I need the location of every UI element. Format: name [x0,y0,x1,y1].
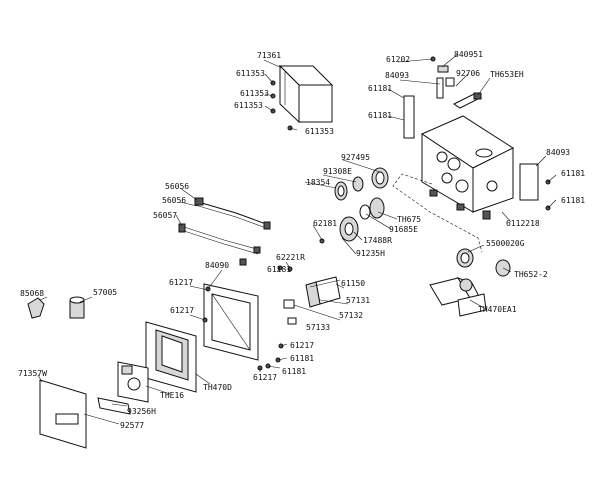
label-611353-d: 611353 [305,127,334,136]
label-92706: 92706 [456,69,480,78]
frame-th470d [145,321,197,393]
label-61150: 61150 [341,279,365,288]
label-71361: 71361 [257,51,281,60]
label-61181-b: 61181 [368,111,392,120]
module-the16 [117,361,149,403]
label-the16: THE16 [160,391,184,400]
label-91235h: 91235H [356,249,385,258]
label-56057: 56057 [153,211,177,220]
label-6112218: 6112218 [506,219,540,228]
label-91308e: 91308E [323,167,352,176]
label-th652-2: TH652-2 [514,270,548,279]
label-611353-c: 611353 [234,101,263,110]
label-84090: 84090 [205,261,229,270]
label-71357w: 71357W [18,369,47,378]
label-61181-c: 61181 [561,169,585,178]
label-th470ea1: TH470EA1 [478,305,517,314]
label-91685e: 91685E [389,225,418,234]
label-61181-e: 61181 [267,265,291,274]
label-84093-b: 84093 [546,148,570,157]
screw-set [202,56,551,371]
label-61217-b: 61217 [170,306,194,315]
label-18354: 18354 [306,178,330,187]
part-labels: 71361 611353 611353 611353 611353 61202 … [18,50,585,430]
elbow-85068 [27,297,45,319]
label-56056-b: 56056 [162,196,186,205]
wire-route [392,173,483,253]
label-57131: 57131 [346,296,370,305]
mount-bracket-left [403,95,415,139]
label-5500020g: 5500020G [486,239,525,248]
cover-box [278,64,334,124]
cable-harness [178,197,271,266]
actuator-5500020g [456,248,511,277]
label-th675: TH675 [397,215,421,224]
fitting-stack [334,167,389,201]
label-57133: 57133 [306,323,330,332]
label-57005: 57005 [93,288,117,297]
label-93256h: 93256H [127,407,156,416]
label-61181-g: 61181 [282,367,306,376]
knob-57005 [69,296,85,319]
label-61217-a: 61217 [169,278,193,287]
plate-window [55,413,79,425]
gear-assembly [339,197,385,242]
clip-840951 [437,65,449,73]
label-61181-d: 61181 [561,196,585,205]
label-840951: 840951 [454,50,483,59]
clip-84093 [436,77,444,99]
label-61217-d: 61217 [253,373,277,382]
leader-lines [37,53,557,425]
label-85068: 85068 [20,289,44,298]
label-61202: 61202 [386,55,410,64]
mount-bracket-right [519,163,539,201]
terminal-block [283,276,341,325]
label-th653eh: TH653EH [490,70,524,79]
label-927495: 927495 [341,153,370,162]
label-84093-a: 84093 [385,71,409,80]
label-61217-c: 61217 [290,341,314,350]
label-6222lr: 6222lR [276,253,305,262]
label-611353-b: 611353 [240,89,269,98]
gasket-93256h [97,397,131,415]
label-57132: 57132 [339,311,363,320]
mounting-panel [203,283,259,361]
label-611353-a: 611353 [236,69,265,78]
label-61181-a: 61181 [368,84,392,93]
control-unit-th470ea1 [429,277,487,317]
label-56056-a: 56056 [165,182,189,191]
switch-th653eh [445,77,482,109]
main-housing [420,115,515,220]
label-th470d: TH470D [203,383,232,392]
label-61181-f: 61181 [290,354,314,363]
label-62181: 62181 [313,219,337,228]
label-92577: 92577 [120,421,144,430]
label-17488r: 17488R [363,236,392,245]
